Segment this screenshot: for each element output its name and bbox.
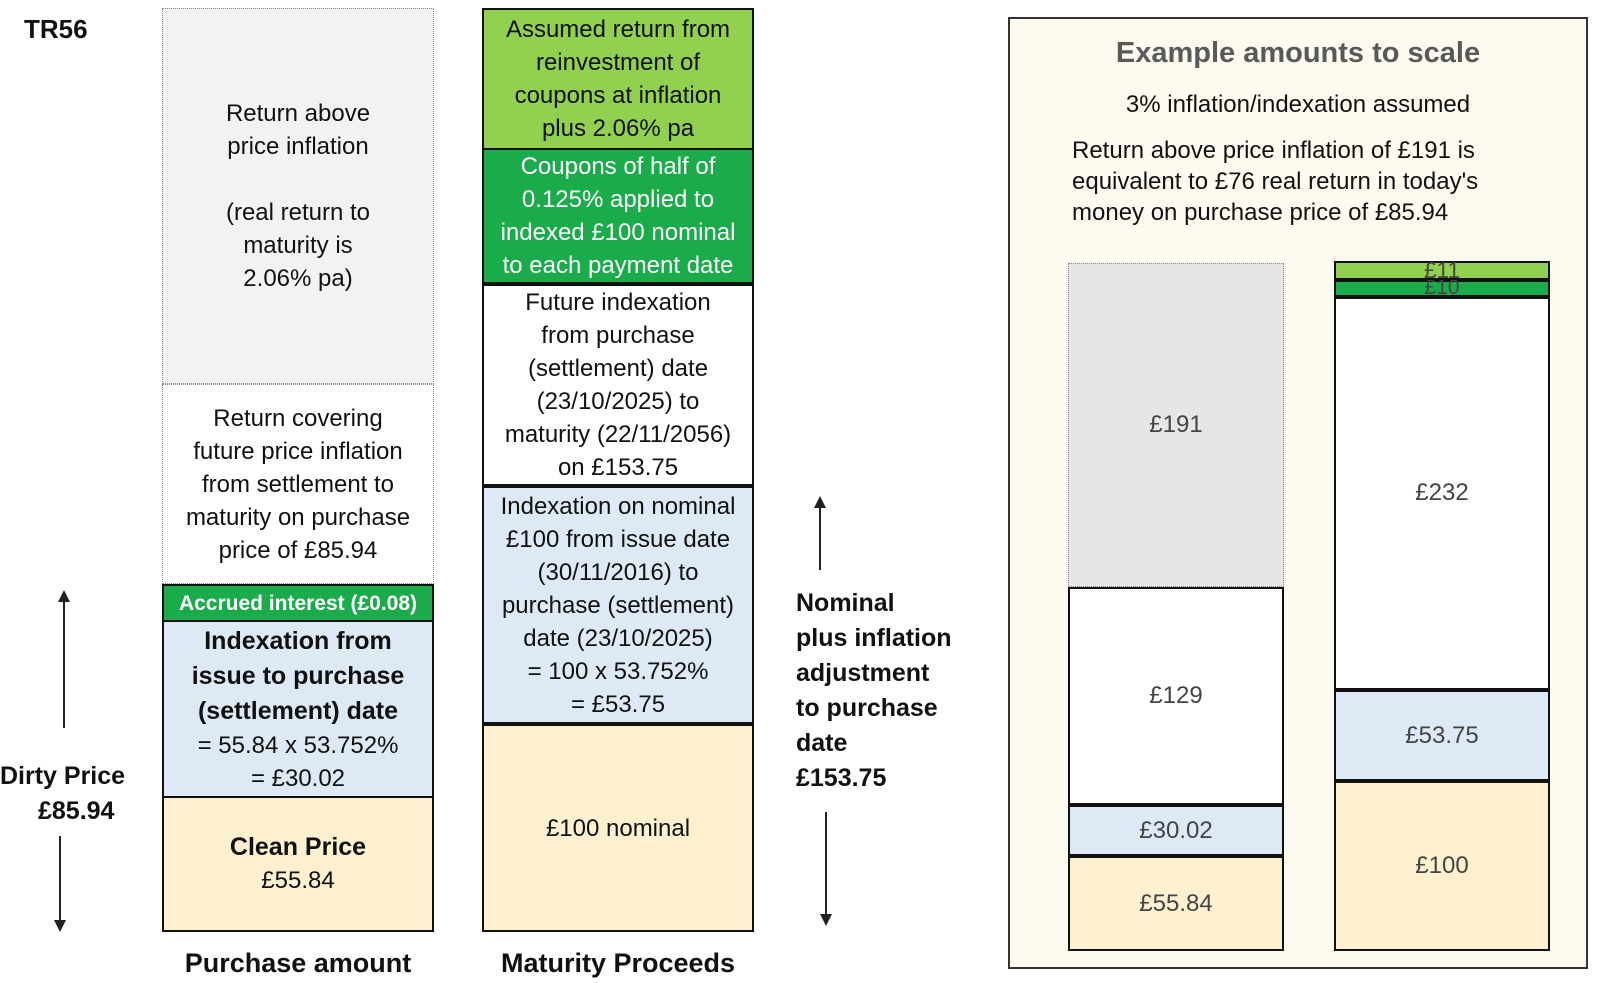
- scale-right-segment-label: £100: [1415, 852, 1469, 880]
- maturity-proceeds-label: Maturity Proceeds: [500, 948, 736, 978]
- dirty-price-down-arrow: [54, 836, 66, 932]
- scale-right-segment: £10: [1334, 275, 1550, 299]
- scale-panel-note: Return above price inflation of £191 is …: [1072, 137, 1479, 226]
- reinvestment-text: Assumed return from reinvestment of coup…: [505, 16, 731, 142]
- dirty-price-label: Dirty Price: [0, 762, 126, 790]
- scale-left-segment-label: £30.02: [1139, 816, 1213, 844]
- scale-right-segment: £232: [1334, 296, 1550, 691]
- clean-price-value: £55.84: [261, 867, 335, 894]
- scale-right-segment-label: £53.75: [1405, 721, 1479, 749]
- nominal-up-arrow: [814, 496, 826, 570]
- accrued-interest-text: Accrued interest (£0.08): [178, 591, 418, 615]
- clean-price-title: Clean Price: [229, 833, 367, 861]
- reinvestment-box: Assumed return from reinvestment of coup…: [482, 8, 754, 150]
- future-inflation-text: Return covering future price inflation f…: [185, 404, 411, 564]
- indexation-nominal-box: Indexation on nominal £100 from issue da…: [482, 486, 754, 724]
- future-indexation-text: Future indexation from purchase (settlem…: [504, 289, 732, 481]
- clean-price-box: Clean Price £55.84: [162, 796, 434, 932]
- nominal-box: £100 nominal: [482, 724, 754, 932]
- scale-left-segment-label: £55.84: [1139, 889, 1213, 917]
- scale-panel-title: Example amounts to scale: [1115, 37, 1481, 69]
- scale-right-segment-label: £11: [1423, 257, 1461, 283]
- scale-left-segment-label: £191: [1149, 410, 1203, 438]
- scale-left-segment: £30.02: [1068, 805, 1284, 857]
- scale-right-bar: £100 £53.75 £232 £10£11: [1334, 257, 1550, 951]
- scale-left-segment: £55.84: [1068, 856, 1284, 951]
- scale-left-bar: £55.84 £30.02 £129 £191: [1068, 261, 1284, 951]
- scale-left-segment-label: £129: [1149, 681, 1203, 709]
- indexation-title: Indexation from issue to purchase (settl…: [191, 626, 405, 725]
- scale-left-segment: £129: [1068, 586, 1284, 806]
- dirty-price-up-arrow: [58, 590, 70, 728]
- coupons-box: Coupons of half of 0.125% applied to ind…: [482, 148, 754, 284]
- scale-right-segment: £53.75: [1334, 690, 1550, 782]
- scale-panel-subtitle: 3% inflation/indexation assumed: [1125, 91, 1471, 118]
- future-indexation-box: Future indexation from purchase (settlem…: [482, 284, 754, 486]
- real-return-box: Return above price inflation (real retur…: [162, 8, 434, 384]
- purchase-amount-label: Purchase amount: [184, 948, 412, 978]
- indexation-box: Indexation from issue to purchase (settl…: [162, 622, 434, 796]
- diagram-tag: TR56: [24, 14, 88, 44]
- nominal-down-arrow: [820, 812, 832, 926]
- accrued-interest-box: Accrued interest (£0.08): [162, 584, 434, 622]
- example-scale-panel: Example amounts to scale 3% inflation/in…: [1008, 17, 1588, 969]
- scale-right-segment-label: £232: [1415, 479, 1469, 507]
- scale-right-segment: £100: [1334, 781, 1550, 951]
- scale-left-segment: £191: [1068, 262, 1284, 587]
- nominal-text: £100 nominal: [545, 814, 691, 842]
- indexation-calc: = 55.84 x 53.752% = £30.02: [197, 731, 399, 792]
- future-inflation-box: Return covering future price inflation f…: [162, 384, 434, 584]
- indexation-nominal-text: Indexation on nominal £100 from issue da…: [500, 492, 736, 718]
- dirty-price-value: £85.94: [38, 797, 115, 825]
- nominal-plus-label: Nominal plus inflation adjustment to pur…: [796, 589, 952, 792]
- real-return-text: Return above price inflation (real retur…: [225, 100, 371, 292]
- scale-right-segment: £11: [1334, 257, 1550, 283]
- scale-right-segment-label: £10: [1424, 275, 1460, 299]
- coupons-text: Coupons of half of 0.125% applied to ind…: [500, 153, 736, 279]
